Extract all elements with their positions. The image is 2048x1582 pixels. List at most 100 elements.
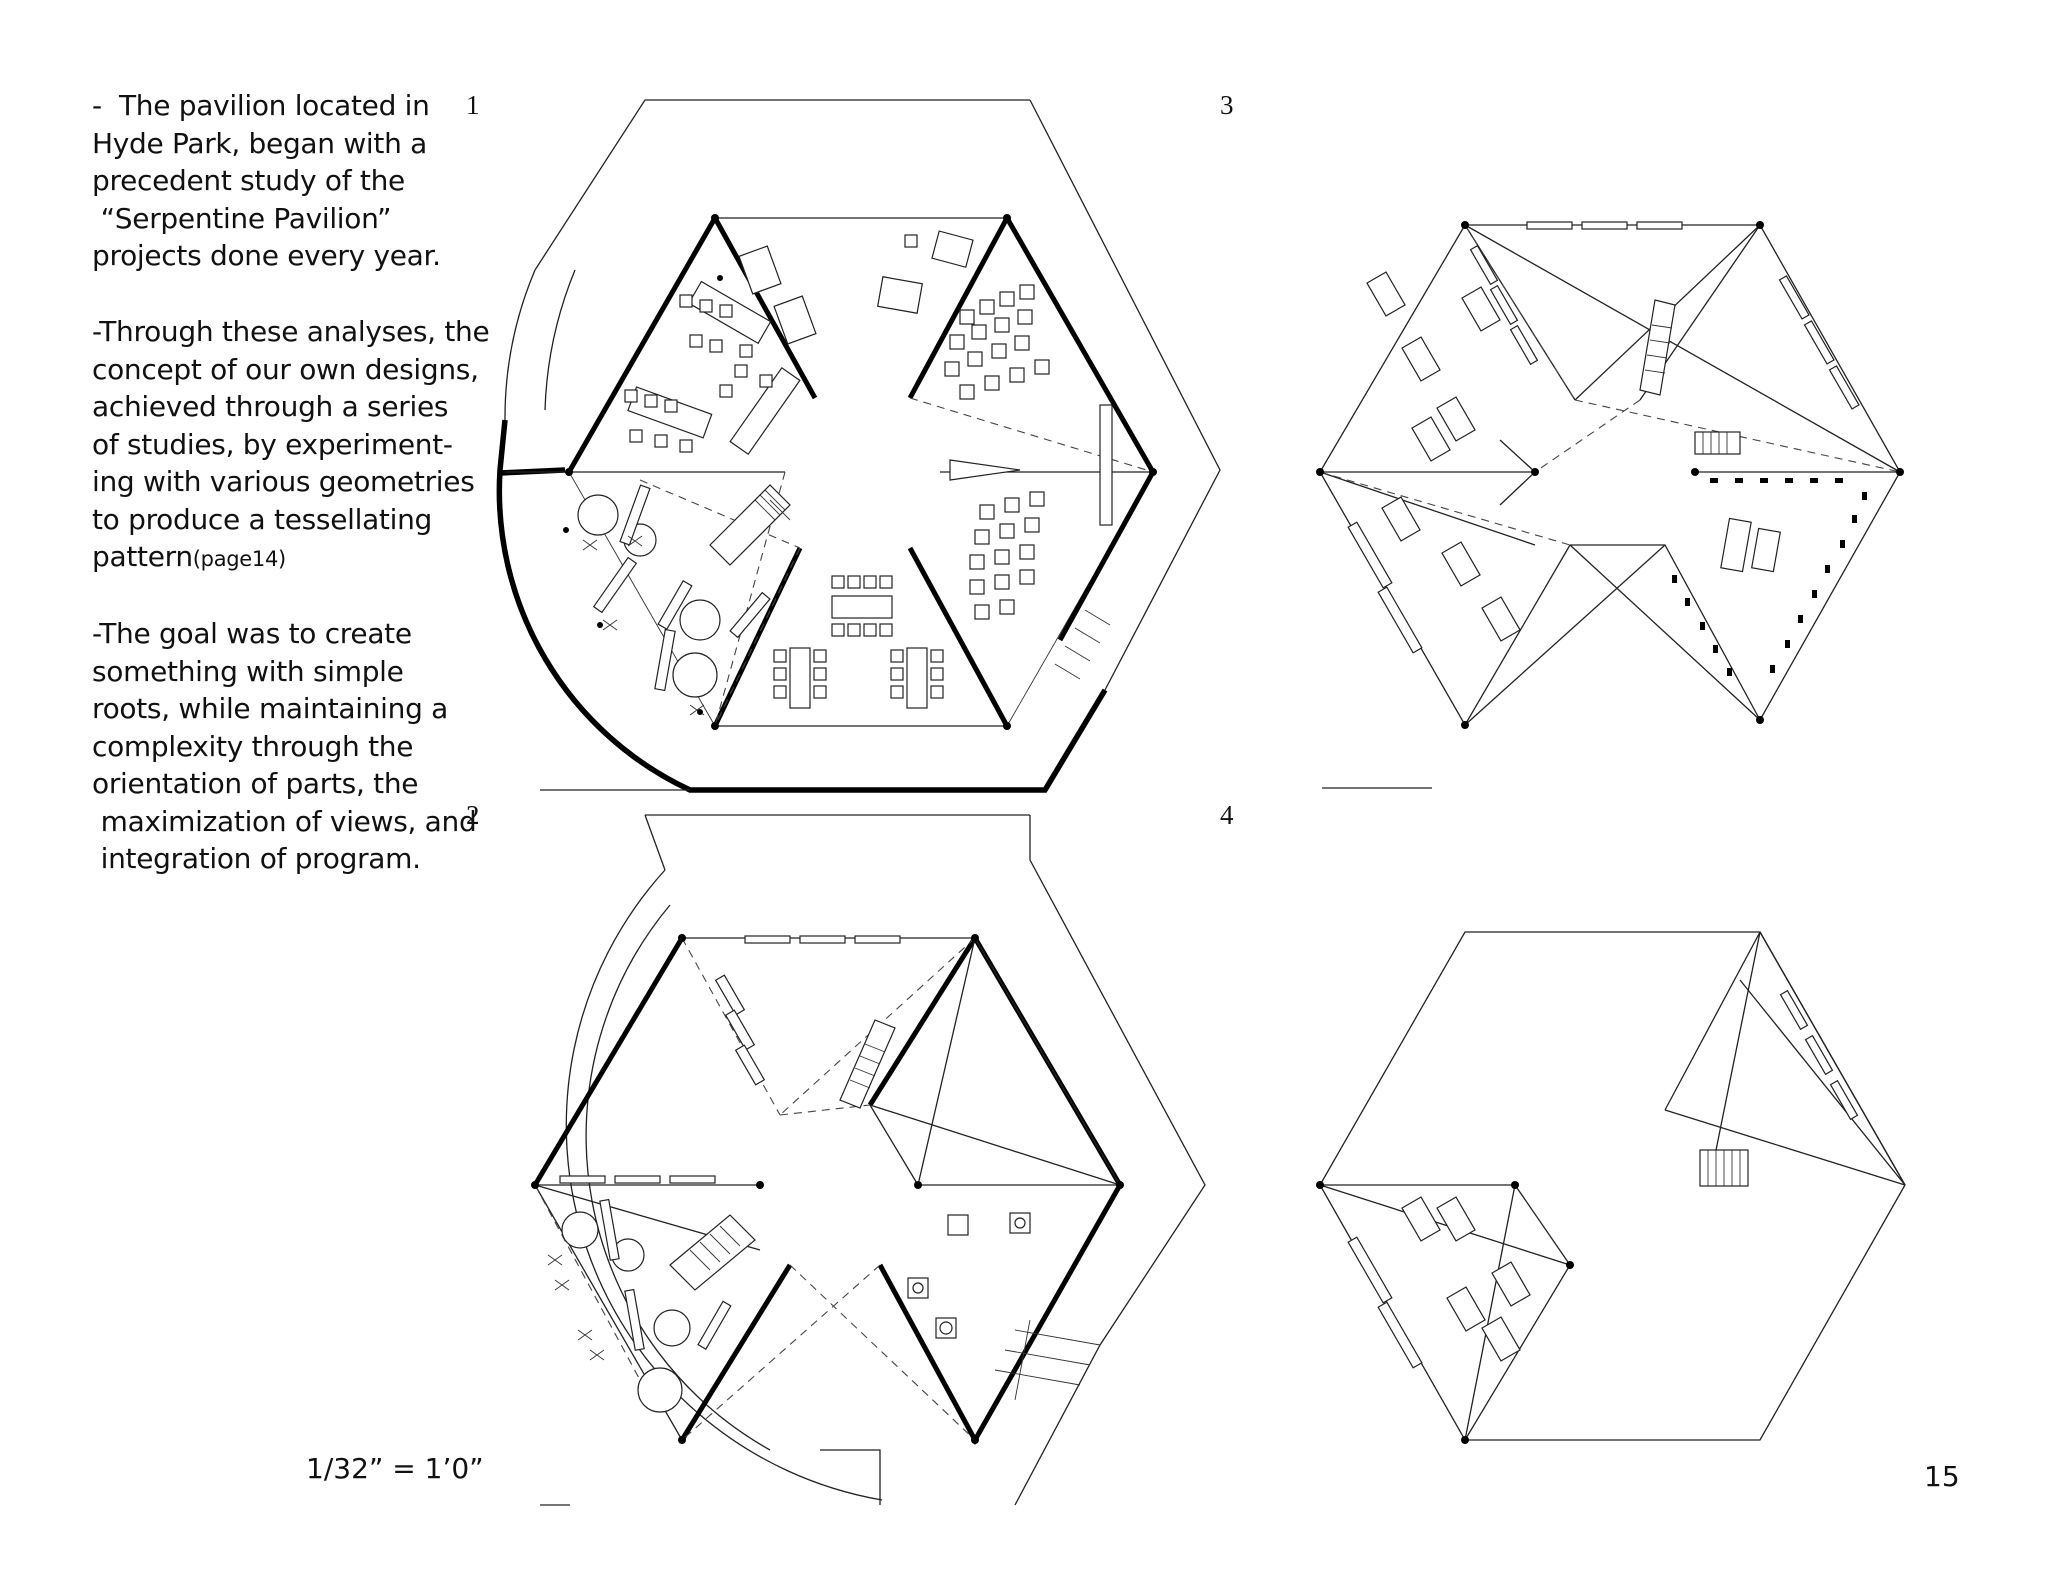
corner-points xyxy=(1316,221,1904,729)
partition xyxy=(566,216,718,474)
stair xyxy=(1694,431,1741,455)
stair-treads xyxy=(689,1043,886,1271)
edge xyxy=(1464,544,1666,726)
corner-points xyxy=(565,214,1157,730)
text-line: Hyde Park, began with a xyxy=(92,126,427,160)
stair xyxy=(1639,299,1676,396)
edge xyxy=(869,1104,919,1186)
chairs xyxy=(624,294,773,453)
text-line: roots, while maintaining a xyxy=(92,692,449,725)
ramp-triangle xyxy=(949,459,1021,481)
auditorium-seating xyxy=(944,284,1050,620)
meeting-room-bottom xyxy=(773,575,944,709)
tree-icon xyxy=(561,1211,599,1249)
edge xyxy=(1759,931,1906,1186)
dashed-line xyxy=(789,1264,976,1441)
outer-wall-bottom xyxy=(820,1449,881,1505)
outer-wall-right xyxy=(1029,99,1221,691)
landscape xyxy=(563,275,771,716)
plant-icon xyxy=(547,1254,605,1361)
text-line: -Through these analyses, the xyxy=(92,315,490,348)
page-reference: (page14) xyxy=(192,547,286,571)
inner-arc xyxy=(544,269,576,411)
text-line: -The goal was to create xyxy=(92,617,412,650)
dashed-line xyxy=(779,1104,871,1116)
edge xyxy=(1664,931,1761,1111)
text-line: - The pavilion located in xyxy=(92,89,430,122)
text-line: “Serpentine Pavilion” xyxy=(92,201,392,235)
text-line: concept of our own designs, xyxy=(92,352,479,386)
corner-points xyxy=(531,934,1124,1444)
text-line: precedent study of the xyxy=(92,164,405,197)
partition xyxy=(712,216,818,400)
edge xyxy=(1464,224,1901,473)
text-line: projects done every year. xyxy=(92,239,441,272)
outer-wall-top xyxy=(534,99,1030,271)
text-line: something with simple xyxy=(92,654,404,688)
dashed-line xyxy=(1534,399,1641,473)
partition xyxy=(679,1263,793,1442)
text-line: maximization of views, and xyxy=(92,804,477,838)
edge xyxy=(1464,1184,1516,1441)
edge xyxy=(974,937,1121,1186)
tree-icon xyxy=(577,494,619,536)
outer-wall xyxy=(644,814,666,871)
stair-treads xyxy=(1707,1150,1741,1186)
dashed-line xyxy=(681,937,781,1116)
edge xyxy=(917,937,976,1186)
edge xyxy=(1739,979,1906,1186)
plant-icon xyxy=(582,535,705,716)
benches xyxy=(1347,989,1859,1369)
dashed-line xyxy=(534,1184,641,1381)
ramp-rail xyxy=(1099,404,1113,526)
edge xyxy=(1514,1184,1571,1266)
dashed-line xyxy=(714,547,801,727)
lounge-top xyxy=(738,230,974,345)
plan-number-3: 3 xyxy=(1220,90,1234,120)
edge xyxy=(1664,1109,1906,1186)
text-line: to produce a tessellating xyxy=(92,502,433,536)
scale-note: 1/32” = 1’0” xyxy=(306,1452,484,1485)
text-line: integration of program. xyxy=(92,842,421,875)
dashed-line xyxy=(639,479,801,549)
edge xyxy=(1319,471,1536,546)
edge xyxy=(1709,931,1761,1181)
text-line: orientation of parts, the xyxy=(92,767,419,800)
edge xyxy=(1499,439,1536,506)
text-line: ing with various geometries xyxy=(92,465,475,498)
stair xyxy=(839,1019,896,1109)
stair xyxy=(709,484,791,566)
benches xyxy=(559,935,901,1184)
corner-points xyxy=(1316,1181,1574,1444)
tree-icon xyxy=(637,1367,683,1413)
dashed-line xyxy=(1319,471,1571,546)
partition xyxy=(867,936,978,1107)
edge xyxy=(1319,1184,1571,1266)
plan-number-4: 4 xyxy=(1220,800,1234,830)
text-line: pattern(page14) xyxy=(92,538,492,579)
stair-treads xyxy=(1644,324,1728,454)
exterior-steps xyxy=(994,1319,1101,1401)
paragraph-goal: -The goal was to create something with s… xyxy=(92,615,492,878)
text-line-main: pattern xyxy=(92,540,193,573)
plan-2-upper-floor xyxy=(531,814,1206,1506)
plan-1-ground-floor xyxy=(496,99,1221,793)
partition xyxy=(532,936,685,1187)
page-number: 15 xyxy=(1924,1460,1960,1493)
landscape xyxy=(547,1198,732,1413)
text-line: complexity through the xyxy=(92,729,414,763)
hexagon-outline xyxy=(1319,931,1906,1441)
tree-icon xyxy=(672,652,718,698)
tree-icon xyxy=(653,1309,691,1347)
outer-thick-wall xyxy=(496,419,1108,793)
stair xyxy=(669,1214,756,1291)
partition xyxy=(907,546,1010,728)
text-line: of studies, by experiment- xyxy=(92,427,453,461)
partition xyxy=(907,216,1010,400)
paragraph-analyses: -Through these analyses, the concept of … xyxy=(92,313,492,579)
text-line: achieved through a series xyxy=(92,390,449,423)
plan-number-2: 2 xyxy=(466,800,480,830)
edge xyxy=(1464,1264,1571,1441)
plan-number-1: 1 xyxy=(466,90,480,120)
